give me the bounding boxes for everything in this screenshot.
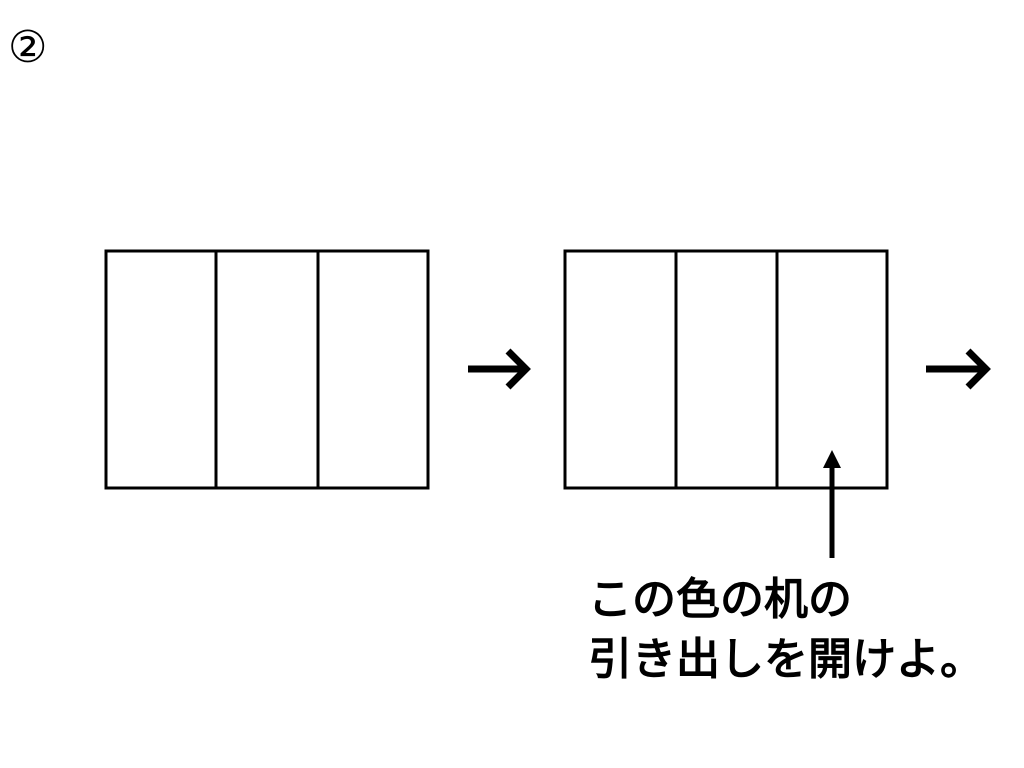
drawer-panel-2: [563, 249, 889, 490]
right-arrow-icon: [468, 348, 531, 390]
panel-1-frame: [104, 249, 430, 490]
panel-1-drawer-3[interactable]: [320, 253, 426, 486]
drawer-panel-1: [104, 249, 430, 490]
panel-2-frame: [563, 249, 889, 490]
instruction-text: この色の机の 引き出しを開けよ。: [588, 570, 984, 690]
instruction-line-2: 引き出しを開けよ。: [588, 634, 984, 685]
right-arrow-icon: [926, 348, 991, 390]
panel-2-drawer-1[interactable]: [567, 253, 674, 486]
panel-1-drawer-1[interactable]: [108, 253, 214, 486]
panel-2-drawer-2[interactable]: [678, 253, 775, 486]
instruction-line-1: この色の机の: [588, 574, 852, 625]
step-number: ②: [8, 22, 48, 73]
up-arrow-icon: [823, 450, 841, 558]
panel-1-drawer-2[interactable]: [218, 253, 316, 486]
